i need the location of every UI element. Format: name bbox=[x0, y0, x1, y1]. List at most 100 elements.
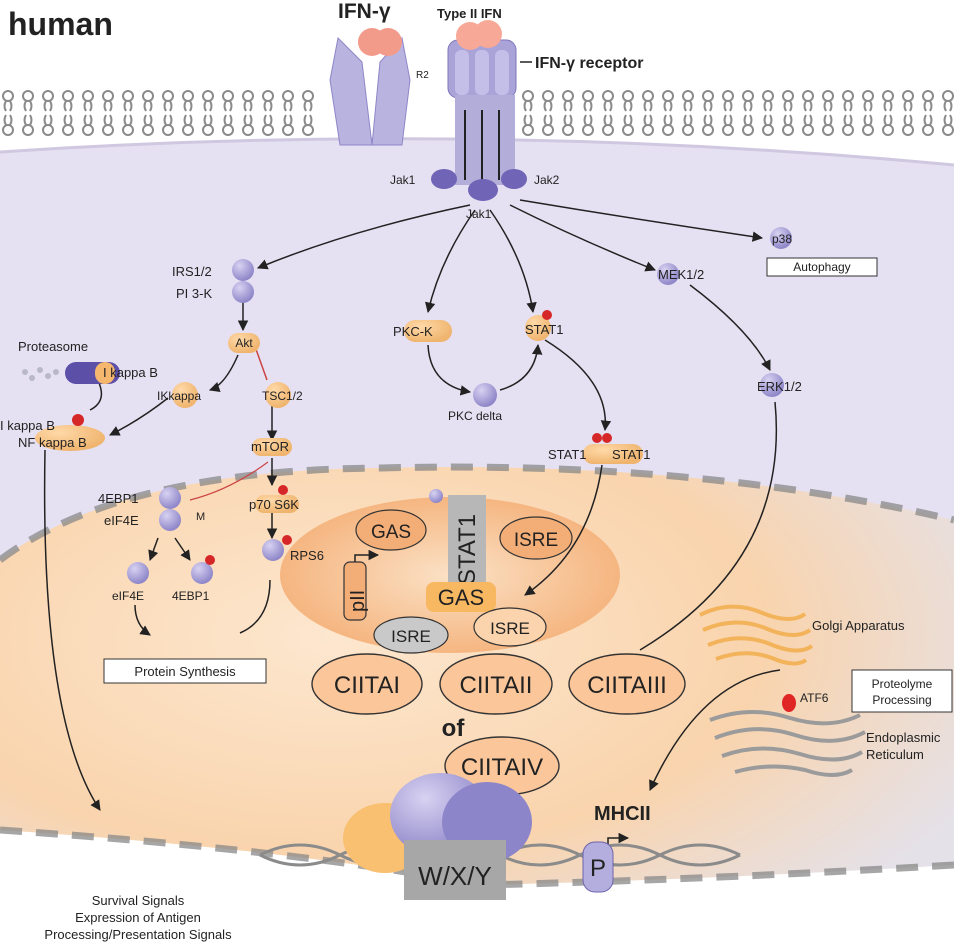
p70s6k-label: p70 S6K bbox=[249, 497, 299, 512]
lipid-tail-icon bbox=[3, 100, 13, 112]
ikappab-proteasome-label: I kappa B bbox=[103, 365, 158, 380]
proteasome-label: Proteasome bbox=[18, 339, 88, 354]
lipid-head-icon bbox=[702, 124, 714, 136]
lipid-tail-icon bbox=[143, 100, 153, 112]
pkc-delta-label: PKC delta bbox=[448, 409, 502, 423]
footer-line-2: Expression of Antigen bbox=[75, 910, 201, 925]
lipid-head-icon bbox=[602, 90, 614, 102]
lipid-tail-icon bbox=[523, 114, 533, 126]
lipid-head-icon bbox=[642, 124, 654, 136]
ikk-node-icon bbox=[172, 382, 198, 408]
lipid-head-icon bbox=[662, 124, 674, 136]
lipid-tail-icon bbox=[803, 100, 813, 112]
r2-label: R2 bbox=[416, 70, 429, 81]
lipid-tail-icon bbox=[603, 114, 613, 126]
lipid-head-icon bbox=[842, 90, 854, 102]
lipid-tail-icon bbox=[283, 114, 293, 126]
isre-right-node bbox=[473, 607, 547, 647]
stat1-vertical-label: STAT1 bbox=[454, 514, 481, 585]
lipid-head-icon bbox=[162, 124, 174, 136]
lipid-tail-icon bbox=[643, 100, 653, 112]
lipid-tail-icon bbox=[523, 100, 533, 112]
isre-right-label: ISRE bbox=[490, 619, 530, 638]
lipid-tail-icon bbox=[623, 114, 633, 126]
lipid-tail-icon bbox=[23, 114, 33, 126]
ciita-ii-node bbox=[439, 653, 553, 715]
lipid-tail-icon bbox=[563, 100, 573, 112]
p38-node-icon bbox=[770, 227, 792, 249]
lipid-head-icon bbox=[242, 90, 254, 102]
lipid-head-icon bbox=[22, 90, 34, 102]
lipid-tail-icon bbox=[43, 114, 53, 126]
footer-line-3: Processing/Presentation Signals bbox=[44, 927, 232, 942]
golgi-apparatus-icon bbox=[699, 604, 814, 666]
autophagy-label: Autophagy bbox=[793, 260, 850, 274]
lipid-tail-icon bbox=[583, 100, 593, 112]
lipid-tail-icon bbox=[83, 114, 93, 126]
endoplasmic-reticulum-icon bbox=[709, 710, 866, 777]
lipid-tail-icon bbox=[683, 100, 693, 112]
er-label-1: Endoplasmic bbox=[866, 730, 941, 745]
lipid-tail-icon bbox=[863, 114, 873, 126]
lipid-head-icon bbox=[262, 124, 274, 136]
lipid-tail-icon bbox=[543, 100, 553, 112]
wxy-label: W/X/Y bbox=[418, 861, 492, 891]
promoter-box bbox=[582, 841, 614, 893]
lipid-head-icon bbox=[202, 124, 214, 136]
protein-synthesis-label: Protein Synthesis bbox=[134, 664, 236, 679]
lipid-tail-icon bbox=[743, 100, 753, 112]
lipid-tail-icon bbox=[783, 100, 793, 112]
plasma-membrane bbox=[2, 90, 954, 136]
lipid-head-icon bbox=[122, 90, 134, 102]
lipid-head-icon bbox=[142, 90, 154, 102]
lipid-tail-icon bbox=[23, 100, 33, 112]
lipid-head-icon bbox=[102, 124, 114, 136]
lipid-head-icon bbox=[862, 124, 874, 136]
lipid-tail-icon bbox=[903, 100, 913, 112]
lipid-tail-icon bbox=[663, 114, 673, 126]
lipid-tail-icon bbox=[243, 114, 253, 126]
ikb-nf-label-1: I kappa B bbox=[0, 418, 55, 433]
lipid-tail-icon bbox=[283, 100, 293, 112]
pi3k-label: PI 3-K bbox=[176, 286, 212, 301]
mek-label: MEK1/2 bbox=[658, 267, 704, 282]
lipid-head-icon bbox=[22, 124, 34, 136]
lipid-head-icon bbox=[682, 90, 694, 102]
lipid-head-icon bbox=[882, 124, 894, 136]
lipid-head-icon bbox=[842, 124, 854, 136]
erk-node-icon bbox=[760, 373, 784, 397]
proteolysis-label-2: Processing bbox=[872, 693, 931, 707]
pii-box bbox=[343, 561, 367, 621]
lipid-head-icon bbox=[282, 124, 294, 136]
of-label: of bbox=[442, 715, 466, 742]
lipid-tail-icon bbox=[103, 100, 113, 112]
pkck-node bbox=[404, 320, 452, 342]
mtor-4ebp1-inhibition bbox=[189, 461, 269, 501]
lipid-head-icon bbox=[522, 90, 534, 102]
lipid-tail-icon bbox=[743, 114, 753, 126]
ifn-gamma-receptor bbox=[447, 20, 517, 185]
lipid-head-icon bbox=[542, 124, 554, 136]
akt-node bbox=[228, 333, 260, 353]
gas-mid-label: GAS bbox=[438, 585, 484, 610]
lipid-tail-icon bbox=[883, 114, 893, 126]
lipid-head-icon bbox=[742, 90, 754, 102]
atf6-icon bbox=[782, 694, 796, 712]
atf6-label: ATF6 bbox=[800, 691, 829, 705]
stat1-dimer bbox=[583, 444, 643, 464]
4ebp1-node-icon bbox=[159, 487, 181, 509]
lipid-head-icon bbox=[542, 90, 554, 102]
lipid-head-icon bbox=[582, 124, 594, 136]
lipid-tail-icon bbox=[923, 114, 933, 126]
lipid-tail-icon bbox=[123, 100, 133, 112]
pi3k-node-icon bbox=[232, 281, 254, 303]
tsc-label: TSC1/2 bbox=[262, 389, 303, 403]
stat1-vertical-bar bbox=[448, 495, 486, 587]
lipid-tail-icon bbox=[623, 100, 633, 112]
page-title: human bbox=[8, 6, 113, 42]
lipid-tail-icon bbox=[43, 100, 53, 112]
lipid-tail-icon bbox=[243, 100, 253, 112]
isre-left-node bbox=[373, 616, 449, 654]
lipid-head-icon bbox=[222, 90, 234, 102]
eif4e-label: eIF4E bbox=[104, 513, 139, 528]
